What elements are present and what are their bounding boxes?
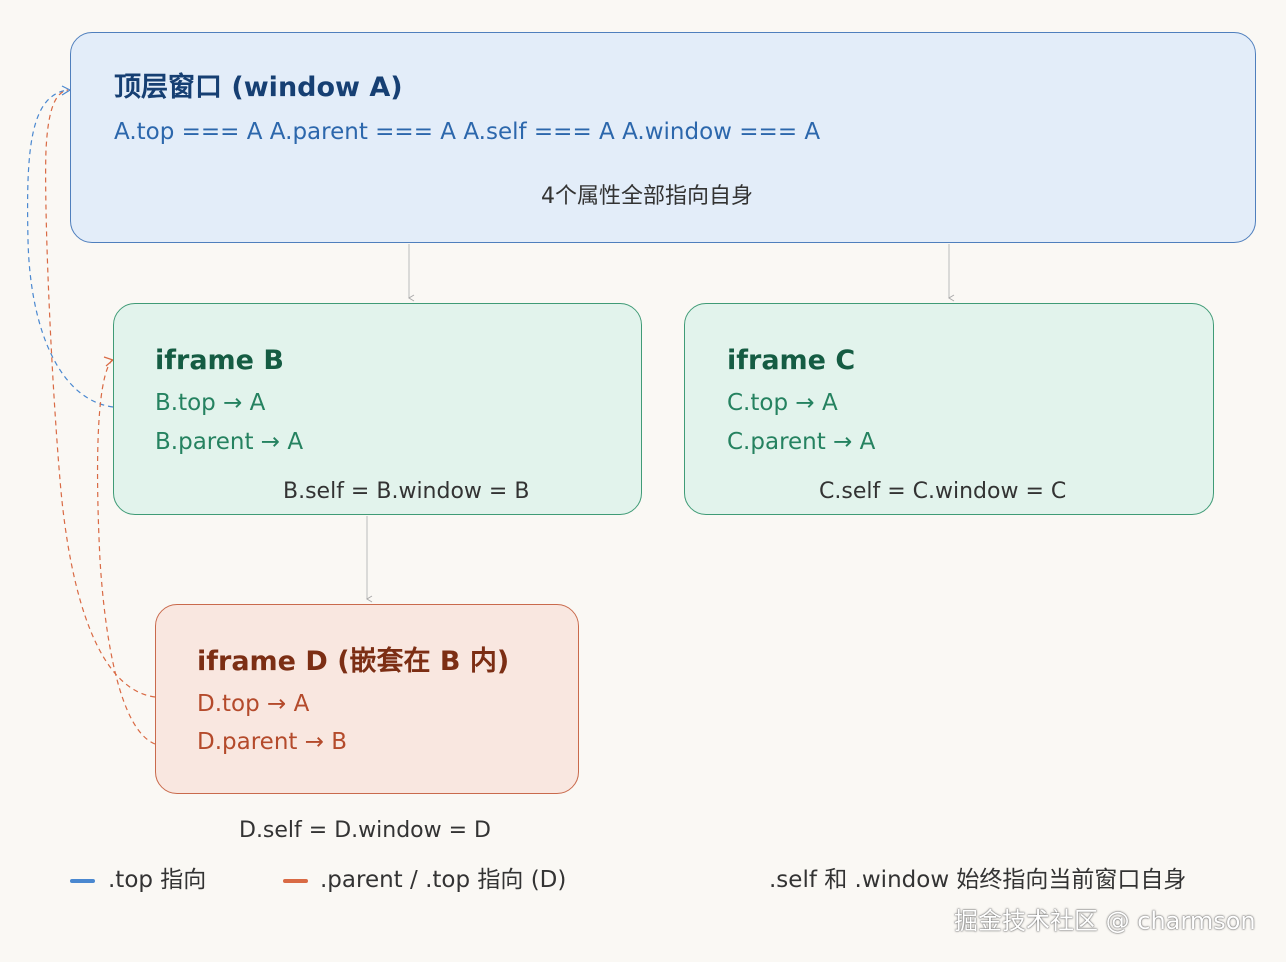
window-a-note: 4个属性全部指向自身 (541, 184, 753, 209)
iframe-b-title: iframe B (155, 345, 284, 376)
legend-parent-swatch (283, 879, 308, 883)
d-parent-pointer-line (96, 359, 156, 745)
iframe-b-parent: B.parent → A (155, 429, 304, 455)
iframe-d-title: iframe D (嵌套在 B 内) (197, 646, 510, 677)
iframe-c-title: iframe C (727, 345, 856, 376)
legend-parent-label: .parent / .top 指向 (D) (320, 867, 567, 893)
window-a-box (70, 32, 1256, 243)
iframe-d-box (155, 604, 579, 794)
iframe-c-self: C.self = C.window = C (819, 479, 1067, 504)
window-a-properties: A.top === A A.parent === A A.self === A … (114, 119, 821, 145)
d-parent-pointer-arrow (103, 356, 115, 367)
legend-note: .self 和 .window 始终指向当前窗口自身 (769, 867, 1187, 893)
iframe-b-top: B.top → A (155, 390, 266, 416)
iframe-c-parent: C.parent → A (727, 429, 876, 455)
legend-top-swatch (70, 879, 95, 883)
iframe-d-parent: D.parent → B (197, 729, 348, 755)
iframe-b-box (113, 303, 642, 515)
legend-top-label: .top 指向 (108, 867, 207, 893)
iframe-d-top: D.top → A (197, 691, 310, 717)
iframe-d-self: D.self = D.window = D (239, 818, 491, 843)
iframe-c-box (684, 303, 1214, 515)
iframe-c-top: C.top → A (727, 390, 838, 416)
d-top-pointer-line (45, 89, 156, 698)
iframe-b-self: B.self = B.window = B (283, 479, 530, 504)
b-top-pointer-line (26, 89, 114, 408)
window-a-title: 顶层窗口 (window A) (114, 72, 403, 103)
watermark: 掘金技术社区 @ charmson (954, 907, 1256, 935)
